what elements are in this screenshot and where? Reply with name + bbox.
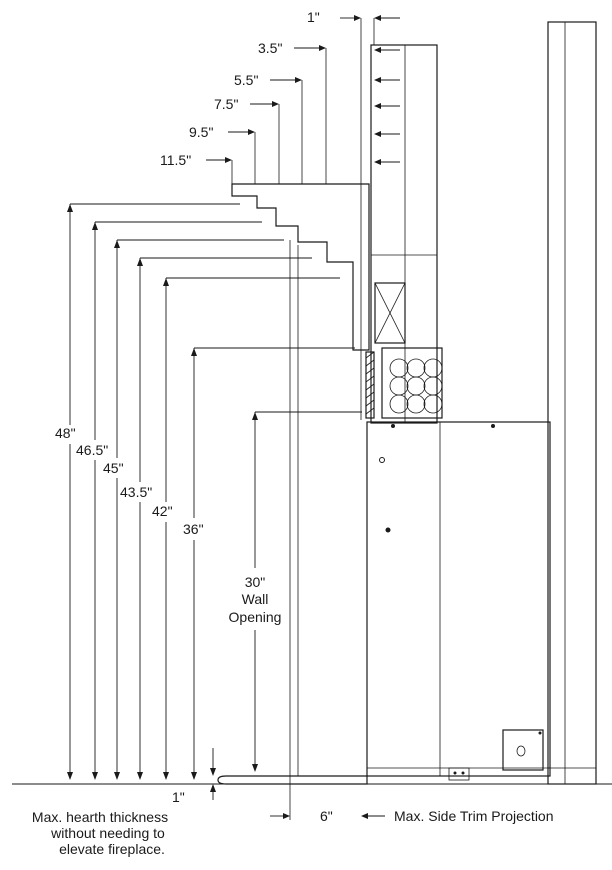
step-label-1: 1" — [307, 9, 320, 25]
hearth-thickness-value: 1" — [172, 789, 185, 805]
height-label-46-5: 46.5" — [76, 442, 108, 458]
hearth-note-line3: elevate fireplace. — [59, 841, 165, 857]
hearth-slab — [217, 775, 368, 785]
vent-pipe-box — [381, 347, 443, 419]
height-label-48: 48" — [55, 425, 76, 441]
stepped-mantel — [231, 183, 370, 351]
side-trim-dimension — [270, 813, 385, 819]
step-label-7-5: 7.5" — [214, 96, 238, 112]
side-trim-label: Max. Side Trim Projection — [394, 808, 554, 824]
step-label-11-5: 11.5" — [160, 152, 191, 168]
height-dimensions — [67, 203, 362, 780]
wall-opening-line1: Wall — [242, 591, 269, 607]
wall-arrows — [374, 47, 400, 165]
reference-lines — [231, 18, 375, 820]
side-trim-value: 6" — [320, 808, 333, 824]
height-label-42: 42" — [152, 503, 173, 519]
step-dimensions — [206, 15, 400, 163]
step-label-3-5: 3.5" — [258, 40, 282, 56]
hearth-note-line1: Max. hearth thickness — [32, 809, 168, 825]
height-label-43-5: 43.5" — [120, 484, 152, 500]
step-label-9-5: 9.5" — [189, 124, 213, 140]
fireplace-unit — [366, 421, 551, 781]
wall-opening-line2: Opening — [229, 609, 282, 625]
height-label-36: 36" — [183, 521, 204, 537]
hearth-thickness-dimension — [210, 748, 216, 800]
height-label-45: 45" — [103, 460, 124, 476]
hearth-note-line2: without needing to — [50, 825, 165, 841]
step-label-5-5: 5.5" — [234, 72, 258, 88]
framed-wall-studs — [365, 44, 438, 424]
right-wall — [547, 21, 597, 785]
wall-opening-value: 30" — [245, 574, 266, 590]
